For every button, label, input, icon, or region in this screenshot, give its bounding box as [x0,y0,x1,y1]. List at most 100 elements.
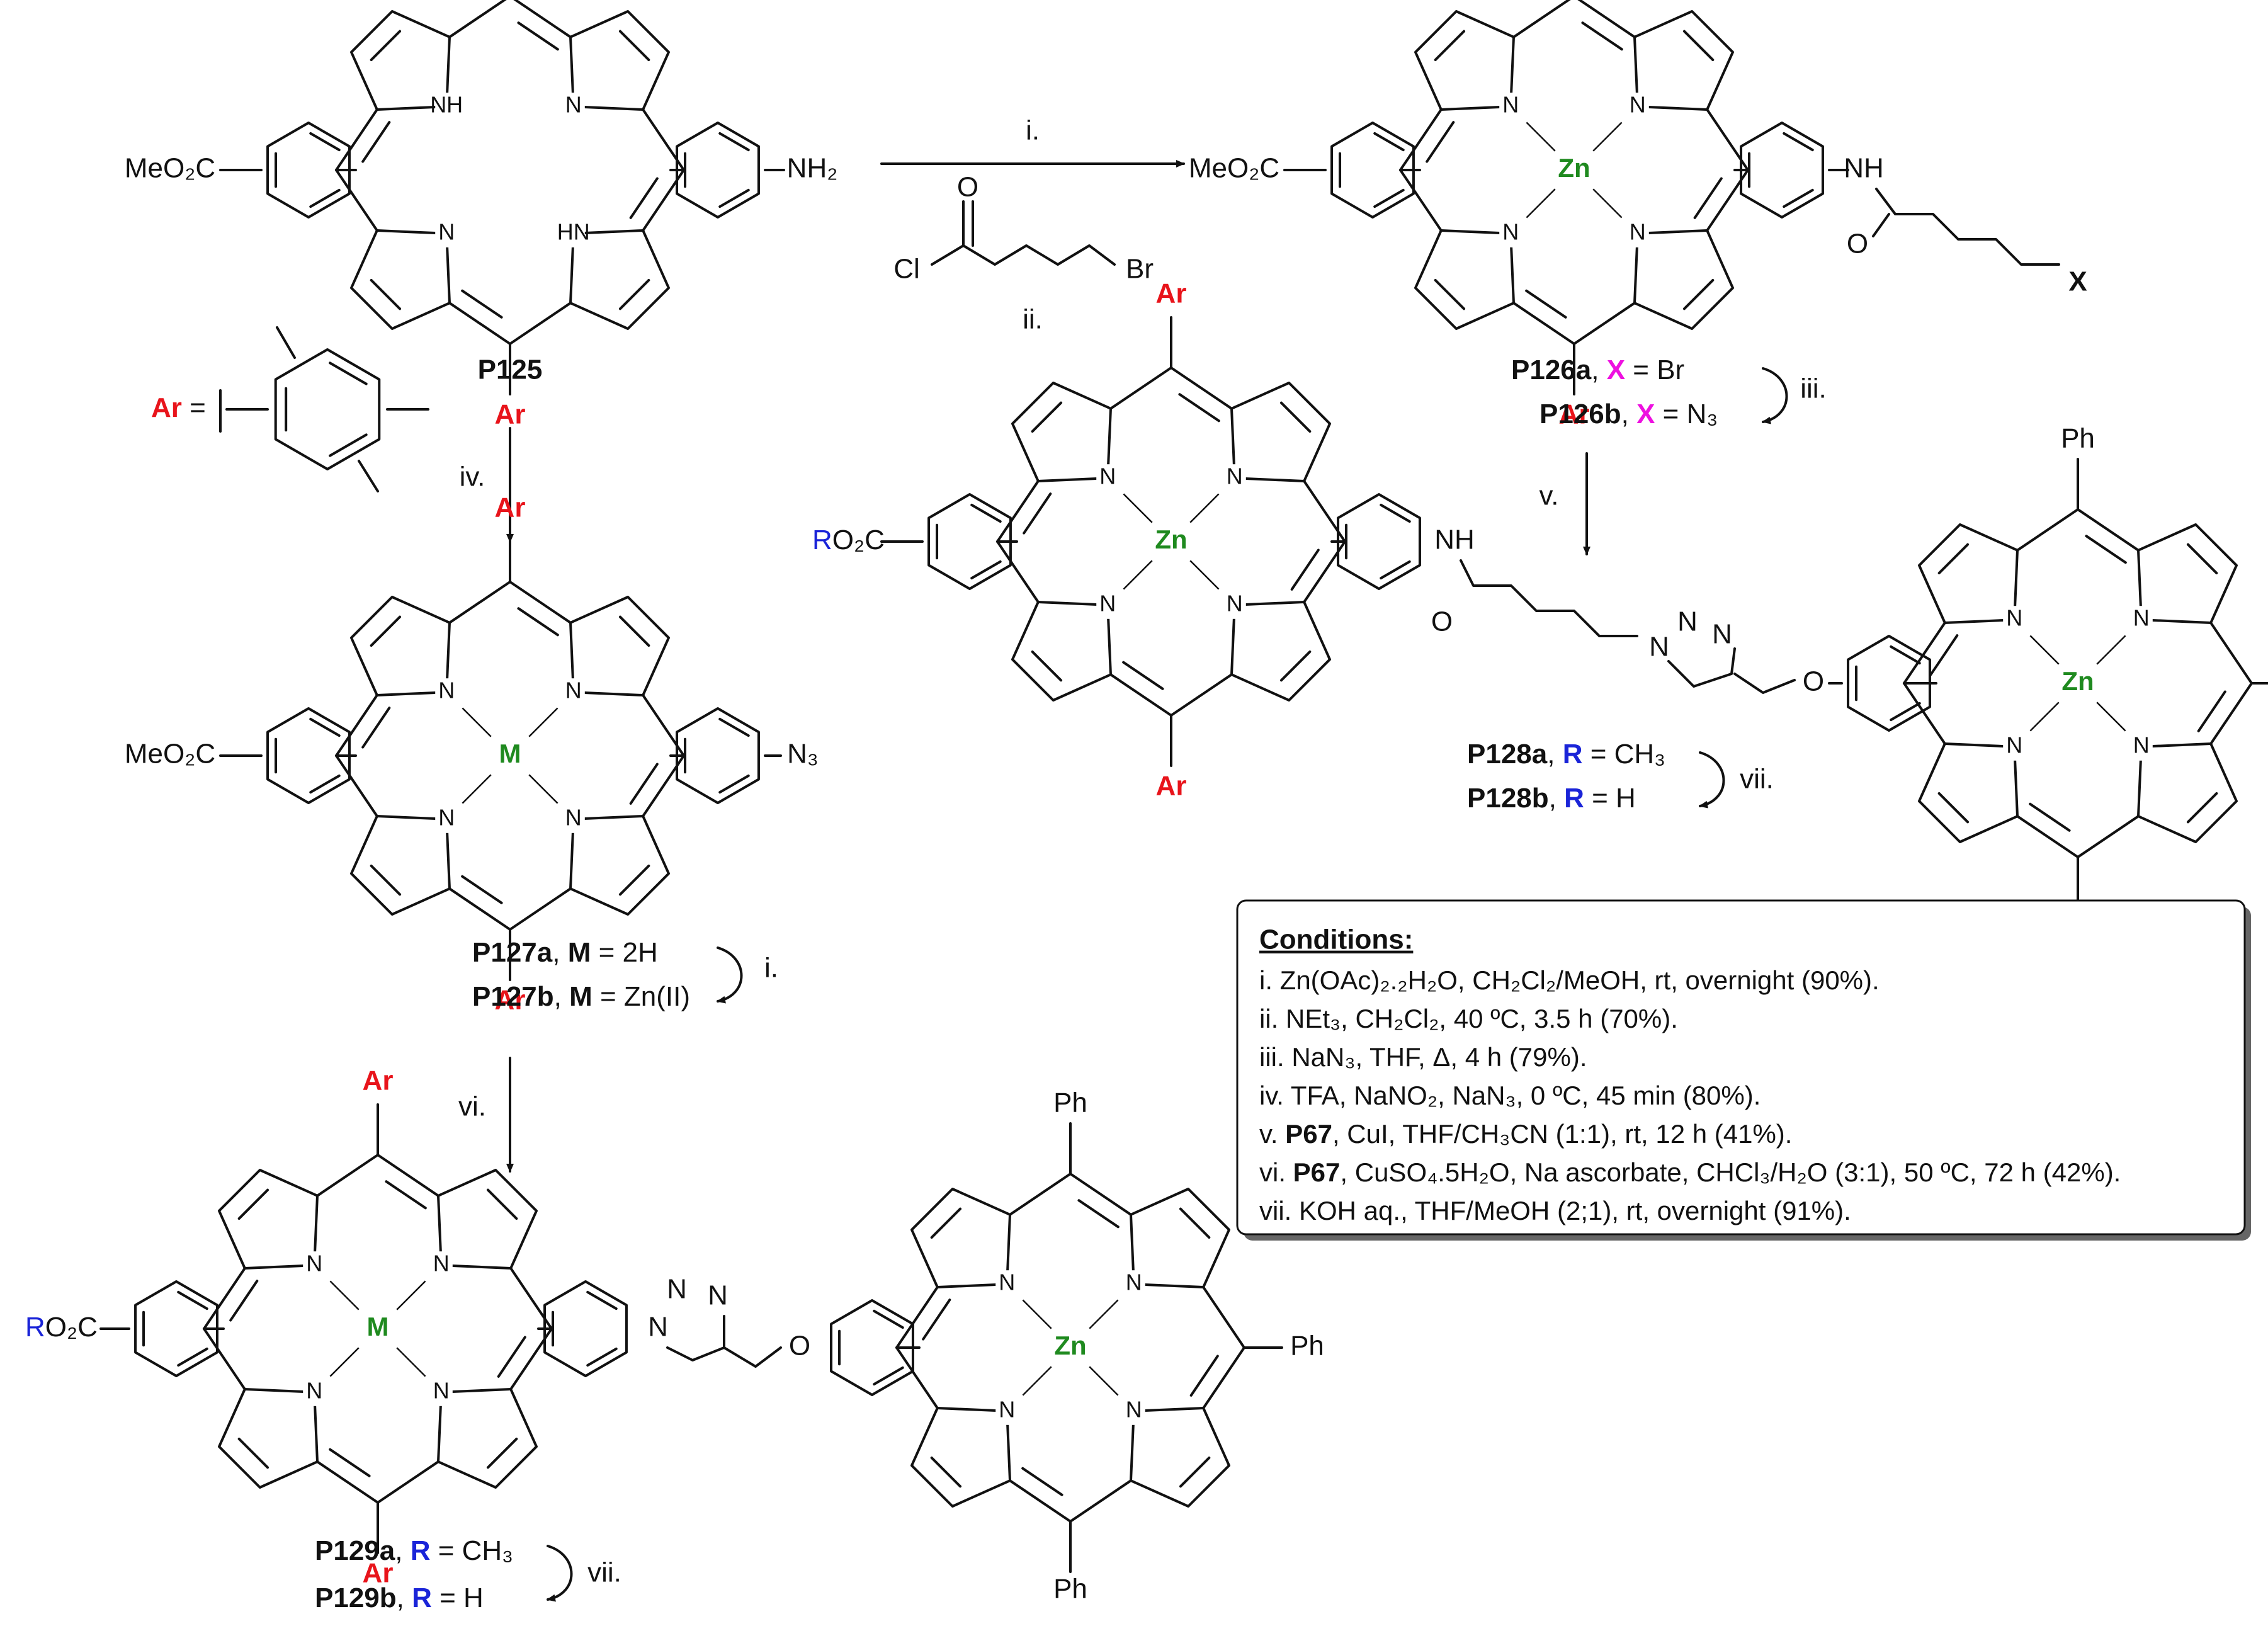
arrow-label-vii-a: vii. [1740,764,1774,795]
p125-meso-bond [448,0,507,38]
label-mask [995,1397,1019,1425]
condition-text: v. [1259,1119,1285,1149]
p129-tpp-double-bond [922,1299,951,1341]
label-part: = Zn(II) [593,981,690,1012]
p128-tpp-cn-bond [1943,742,2016,748]
p129-tpp-double-bond [930,1207,962,1239]
condition-text: , CuI, THF/CH₃CN (1:1), rt, 12 h (41%). [1332,1119,1793,1149]
label-part: , [1591,355,1606,385]
p128-tpp-pyrrole-1 [2137,523,2238,624]
p125-cn-bond [572,229,645,235]
p125-nitrogen: HN [557,219,590,244]
label-part: = CH₃ [430,1535,513,1566]
label-mask [1223,591,1246,619]
p125-double-bond [361,121,391,163]
p128-benzene-left-double-bond [970,503,1002,523]
acyl-chlorine: Cl [893,254,920,285]
p128-nitrogen: N [1099,463,1116,489]
p125-nitrogen: NH [430,92,463,118]
p126-benzene-right [1740,122,1824,219]
p128-tpp-meso-bond [2077,508,2140,552]
p128-tpp-meso-bond [2016,815,2079,858]
p128-double-bond [1279,650,1312,682]
p127-coordination [462,707,492,737]
p129-nitrogen: N [306,1377,322,1403]
label-part: , [552,937,567,968]
p128-amide-nh: NH [1434,525,1475,555]
condition-text: i. Zn(OAc)₂.₂H₂O, CH₂Cl₂/MeOH, rt, overn… [1259,965,1880,995]
p128-double-bond [1178,393,1220,423]
p129-pyrrole-3 [218,1388,319,1489]
p128-triazole-n1: N [1649,632,1669,662]
label-mask [1499,219,1522,247]
arrow-label-vii-b: vii. [587,1557,621,1588]
label-mask [435,219,458,247]
label-part: , [1621,399,1636,429]
p125-nitrogen: N [565,92,582,118]
p129-ar-top: Ar [363,1066,394,1096]
p125-ester: MeO₂C [125,153,215,184]
p128-pyrrole-2 [1230,601,1331,702]
p128-tpp-nitrogen: N [2133,732,2150,758]
p127-meso-bond [335,694,378,757]
p127-benzene-right-double-bond [718,717,750,737]
p126-double-bond [1581,21,1623,51]
p127-coordination [462,774,492,804]
p126-oxygen: O [1847,229,1868,259]
condition-line-1: i. Zn(OAc)₂.₂H₂O, CH₂Cl₂/MeOH, rt, overn… [1259,965,1880,995]
p128-meso-bond [996,480,1040,543]
p129-ester: RO₂C [25,1312,98,1343]
p129-benzene-right-double-bond [586,1290,618,1310]
condition-reagent: P67 [1285,1119,1332,1149]
p129-benzene-left-double-bond [177,1290,208,1310]
p129-tpp-nitrogen: N [999,1270,1015,1295]
p129-nitrogen: N [306,1251,322,1276]
p129-benzene-ether-double-bond [873,1309,904,1329]
p126-coordination [1592,122,1623,152]
acyl-oxygen: O [957,172,978,203]
p128-tpp-coordination [2096,635,2126,665]
label-part: P128a [1467,739,1548,770]
p128-cn-bond [1036,601,1109,606]
p126-cn-bond [1636,229,1709,235]
p128-pyrrole-3 [1011,601,1112,702]
p129-tpp-meso-bond [1069,1479,1132,1523]
p125-benzene-right-double-bond [718,188,750,208]
label-mask [429,1251,453,1280]
p129-tpp-meso-bond [1009,1173,1072,1216]
conditions-box [1236,899,2246,1236]
p128-tpp-meso-bond [2016,508,2079,552]
p125-amine: NH₂ [787,153,838,184]
p127-nitrogen: N [438,804,455,830]
p129-cn-bond [243,1264,316,1270]
p128-cn-bond [1233,601,1306,606]
p126-pyrrole-2 [1633,229,1734,330]
p129-coordination [396,1280,426,1310]
p125-cn-bond [375,229,448,235]
p128-tpp-double-bond [2197,690,2226,732]
p126-nitrogen: N [1502,219,1519,244]
p129-ether-o: O [789,1331,810,1361]
p127-pyrrole-0 [350,596,451,696]
p126-pyrrole-3 [1414,229,1515,330]
p126b-label: P126b, X = N₃ [1539,399,1718,429]
p127-cn-bond [572,815,645,821]
p125-double-bond [618,30,650,62]
p127-nitrogen: N [438,678,455,703]
p126b-id: P126b [1539,399,1621,429]
p126-double-bond [1682,278,1715,310]
p129-tpp-pyrrole-1 [1130,1188,1230,1288]
label-mask [1122,1397,1145,1425]
p129-triazole-n1: N [648,1312,668,1343]
p126-benzene-left-double-bond [1373,188,1405,208]
p129-metal: M [367,1312,389,1341]
p127-meso-bond [448,887,511,931]
label-mask [562,219,585,247]
p128-tpp-double-bond [2085,535,2127,564]
mesityl-methyl [276,326,296,359]
label-part: = N₃ [1655,399,1718,429]
p127-nitrogen: N [565,804,582,830]
label-part: = 2H [591,937,657,968]
label-part: M [568,937,591,968]
condition-reagent: P67 [1293,1157,1341,1187]
